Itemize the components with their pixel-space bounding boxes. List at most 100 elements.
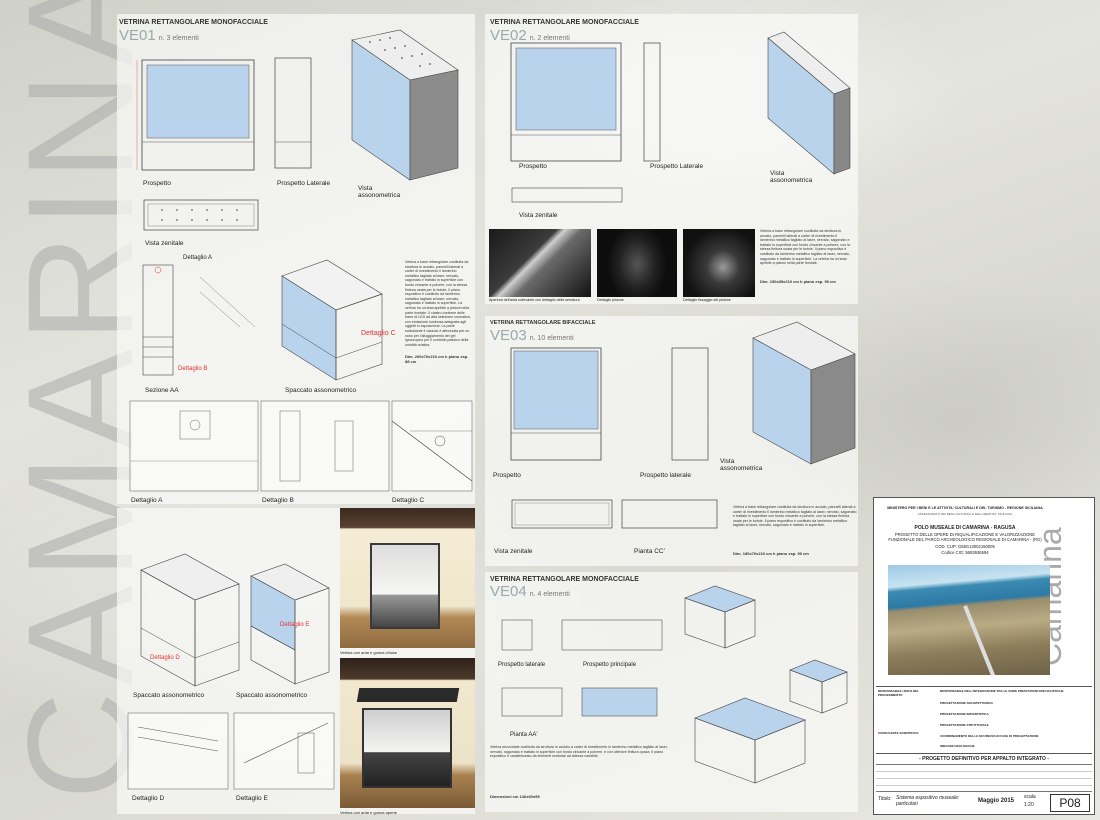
gallery-photo-closed-case — [370, 543, 440, 629]
ve02-photo-2 — [597, 229, 677, 297]
tb-roles: RESPONSABILE UNICO DEL PROCEDIMENTO RESP… — [876, 686, 1092, 754]
tb-polo: POLO MUSEALE DI CAMARINA - RAGUSA — [914, 525, 1016, 531]
gallery-photo-caption-1: Vetrina con anta e gonna chiuse — [340, 650, 398, 655]
tb-aerial-runway — [963, 605, 997, 675]
tb-title-value: Sistema espositivo museale: particolari — [896, 795, 960, 807]
ve02-dims: Dim. 190x35x210 cm h piano esp. 90 cm — [760, 279, 836, 284]
tb-codice-cig: Codice CIG: 5693936594 — [941, 550, 989, 555]
gallery-photo-open-case — [362, 708, 452, 788]
gallery-photo-caption-2: Vetrina con anta e gonna aperte — [340, 810, 397, 815]
tb-role-2: PROGETTAZIONE ARCHITETTONICA — [940, 701, 993, 705]
ve02-photo-caption-3: Dettaglio fissaggio del pistone — [683, 298, 731, 302]
tb-role-6: CONSULENTE SCIENTIFICO — [878, 731, 919, 735]
tb-scale-value: 1:20 — [1024, 802, 1034, 808]
tb-stage: - PROGETTO DEFINITIVO PER APPALTO INTEGR… — [919, 756, 1049, 762]
gallery-photo-closed — [340, 508, 475, 648]
ve03-description: Vetrina a base rettangolare costituita d… — [733, 505, 857, 528]
tb-aerial-photo — [888, 565, 1050, 675]
ve01-axonometric — [351, 29, 459, 181]
ve01-top-view — [143, 199, 259, 231]
tb-role-0: RESPONSABILE UNICO DEL PROCEDIMENTO — [878, 689, 919, 697]
ve04-code-text: VE04 — [490, 583, 527, 600]
ve02-label-vista-assonometrica: Vista assonometrica — [770, 170, 813, 184]
ve04-label-prospetto-laterale: Prospetto laterale — [498, 662, 546, 668]
ve01-dims: Dim. 200x70x210 cm h piano esp. 88 cm — [405, 354, 469, 364]
ve03-top-view — [511, 499, 613, 529]
tb-sheet-no: P08 — [1050, 794, 1090, 812]
ve04-title: VETRINA RETTANGOLARE MONOFACCIALE — [490, 576, 639, 583]
tb-role-4: PROGETTAZIONE STRUTTURALE — [940, 723, 989, 727]
ve04-count: n. 4 elementi — [529, 591, 570, 598]
ve03-front-elevation — [510, 347, 602, 461]
gallery-photo-open — [340, 658, 475, 808]
ve02-label-vista-zenitale: Vista zenitale — [519, 212, 558, 219]
ve02-photo-caption-2: Dettaglio pistone — [597, 298, 624, 302]
ve02-label-prospetto-laterale: Prospetto Laterale — [650, 163, 704, 170]
tb-role-5: COORDINAMENTO DELLA SICUREZZA IN FASE DI… — [940, 734, 1039, 738]
ve03-label-vista-assonometrica: Vista assonometrica — [720, 458, 763, 472]
ve03-label-vista-zenitale: Vista zenitale — [494, 548, 533, 555]
ve02-photo-1 — [489, 229, 591, 297]
ve02-description: Vetrina a base rettangolare costituita d… — [760, 229, 850, 266]
ve04-label-pianta: Pianta AA' — [510, 732, 538, 738]
ve01-label-dettaglio-a-top: Dettaglio A — [183, 255, 213, 261]
ve03-count: n. 10 elementi — [529, 335, 574, 342]
ve03-axonometric — [752, 321, 856, 465]
ve01-label-vista-assonometrica: Vista assonometrica — [358, 185, 401, 199]
ve01-description: Vetrina a base rettangolare costituita d… — [405, 260, 471, 347]
bottom-label-dettaglio-e: Dettaglio E — [236, 795, 268, 802]
ve01-label-sezione-aa: Sezione AA — [145, 387, 179, 394]
tb-role-7: INDAGINI GEOLOGICHE — [940, 744, 975, 748]
ve01-title: VETRINA RETTANGOLARE MONOFACCIALE — [119, 19, 268, 26]
ve02-front-elevation — [510, 42, 622, 162]
ve04-drawings — [501, 619, 663, 717]
ve02-photo-caption-1: Apertura dell'anta sollevante con dettag… — [489, 298, 580, 302]
ve01-exploded-axonometric — [281, 259, 383, 381]
ve01-detail-b-caption: Dettaglio B — [262, 497, 294, 504]
ve01-detail-strip — [129, 400, 473, 492]
ve01-red-dettaglio-c: Dettaglio C — [361, 330, 396, 337]
tb-date: Maggio 2015 — [978, 798, 1015, 804]
ve02-label-prospetto: Prospetto — [519, 163, 547, 170]
ve04-label-prospetto-principale: Prospetto principale — [583, 662, 637, 668]
tb-revision-table — [876, 764, 1092, 792]
ve01-code-text: VE01 — [119, 27, 156, 44]
ve01-label-prospetto: Prospetto — [143, 180, 171, 187]
ve02-code-text: VE02 — [490, 27, 527, 44]
tb-role-3: PROGETTAZIONE IMPIANTISTICA — [940, 712, 989, 716]
tb-scale-label: scala — [1024, 794, 1036, 800]
bottom-red-dettaglio-e: Dettaglio E — [280, 622, 310, 628]
tb-assessorato: ASSESSORATO DEI BENI CULTURALI E DELL'ID… — [917, 512, 1013, 516]
ve01-red-dettaglio-b: Dettaglio B — [178, 366, 208, 372]
tb-role-1: RESPONSABILE DELL'INTEGRAZIONE TRA LE VA… — [940, 689, 1064, 693]
bottom-label-spaccato-2: Spaccato assonometrico — [236, 692, 308, 699]
ve04-panel — [485, 572, 858, 812]
ve02-axonometric — [767, 31, 851, 175]
bottom-detail-strip — [127, 712, 335, 790]
tb-cod-cup: COD. CUP: G56G13002150005 — [935, 544, 995, 549]
ve01-detail-c-caption: Dettaglio C — [392, 497, 425, 504]
title-block: MINISTERO PER I BENI E LE ATTIVITA' CULT… — [873, 497, 1095, 815]
ve03-dims: Dim. 180x70x210 cm h piano esp. 90 cm — [733, 551, 809, 556]
bottom-red-dettaglio-d: Dettaglio D — [150, 655, 180, 661]
ve03-plan-cc — [621, 499, 718, 529]
ve04-axonometrics — [684, 585, 848, 784]
ve02-count: n. 2 elementi — [529, 35, 570, 42]
ve02-title: VETRINA RETTANGOLARE MONOFACCIALE — [490, 19, 639, 26]
ve04-dims: Dimensioni cm 140x60x95 — [490, 794, 540, 799]
ve03-title: VETRINA RETTANGOLARE BIFACCIALE — [490, 320, 596, 326]
ve01-detail-a-caption: Dettaglio A — [131, 497, 163, 504]
bottom-label-dettaglio-d: Dettaglio D — [132, 795, 165, 802]
gallery-photo-open-lid — [356, 688, 460, 702]
ve03-side-elevation — [671, 347, 709, 461]
ve01-label-prospetto-laterale: Prospetto Laterale — [277, 180, 331, 187]
ve01-side-elevation — [274, 57, 312, 169]
ve01-label-spaccato: Spaccato assonometrico — [285, 387, 357, 394]
ve04-description: Vetrina orizzontale costituita da strutt… — [490, 745, 668, 759]
bottom-label-spaccato-1: Spaccato assonometrico — [133, 692, 205, 699]
tb-project: PROGETTO DELLE OPERE DI RIQUALIFICAZIONE… — [888, 532, 1042, 542]
tb-title-label: Titolo: — [878, 796, 892, 802]
ve02-photo-3 — [683, 229, 755, 297]
